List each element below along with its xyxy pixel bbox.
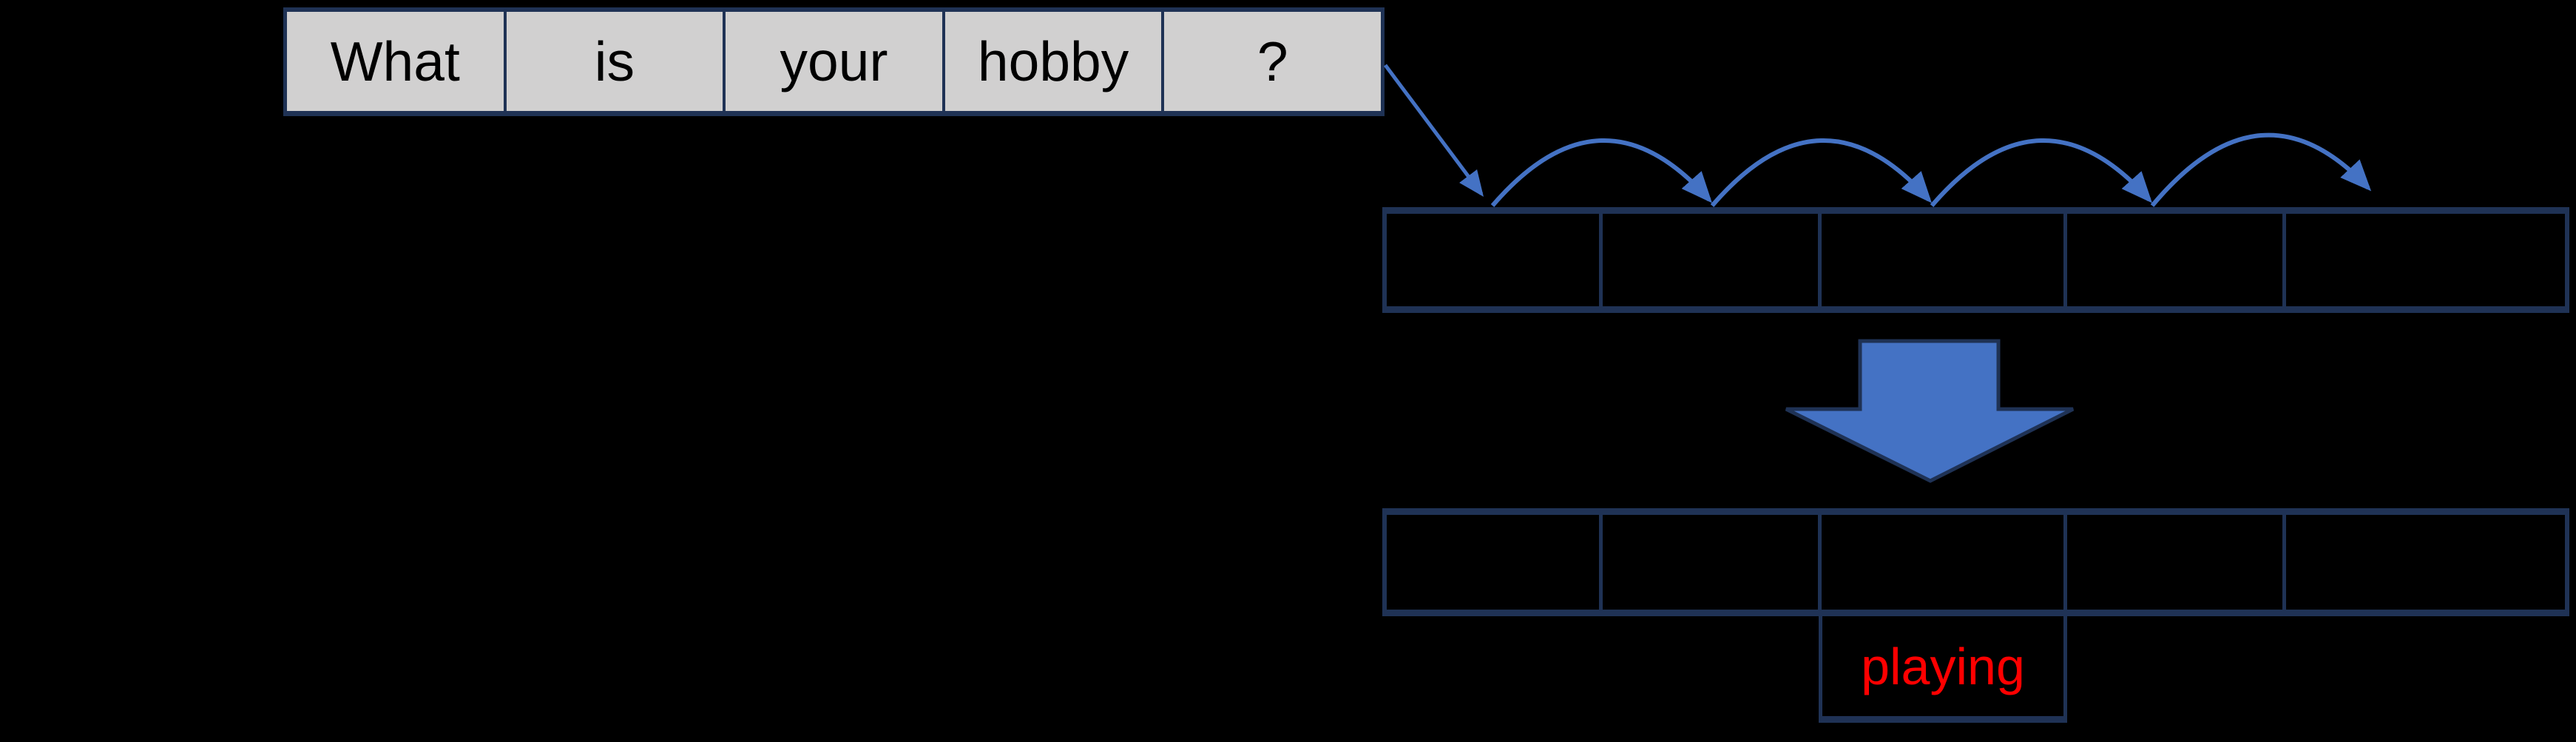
predicted-word-label: playing bbox=[1861, 637, 2025, 695]
sentence-word-cell: What bbox=[287, 12, 504, 111]
input-token-cell bbox=[2282, 214, 2565, 306]
sentence-word-cell: your bbox=[723, 12, 942, 111]
input-token-cell bbox=[1818, 214, 2063, 306]
output-token-cell bbox=[1599, 515, 1818, 610]
token-hop-arrow-icon bbox=[1930, 138, 2152, 207]
input-token-cell bbox=[2063, 214, 2282, 306]
input-token-cell bbox=[1599, 214, 1818, 306]
output-token-cell bbox=[2282, 515, 2565, 610]
sentence-word-cell: hobby bbox=[942, 12, 1162, 111]
input-token-row bbox=[1382, 207, 2569, 313]
sentence-table: What is your hobby ? bbox=[283, 7, 1385, 116]
predicted-word-cell: playing bbox=[1819, 616, 2067, 723]
output-token-cell bbox=[2063, 515, 2282, 610]
output-token-cell bbox=[1387, 515, 1599, 610]
sentence-word-cell: is bbox=[503, 12, 723, 111]
token-hop-arrow-icon bbox=[1490, 138, 1712, 207]
token-hop-arrow-icon bbox=[2150, 132, 2372, 207]
output-token-row bbox=[1382, 508, 2569, 616]
transform-down-arrow-icon bbox=[1785, 339, 2075, 483]
sentence-to-input-arrow-icon bbox=[1383, 64, 1484, 198]
output-token-cell bbox=[1818, 515, 2063, 610]
token-hop-arrow-icon bbox=[1710, 138, 1932, 207]
input-token-cell bbox=[1387, 214, 1599, 306]
sentence-word-cell: ? bbox=[1161, 12, 1381, 111]
